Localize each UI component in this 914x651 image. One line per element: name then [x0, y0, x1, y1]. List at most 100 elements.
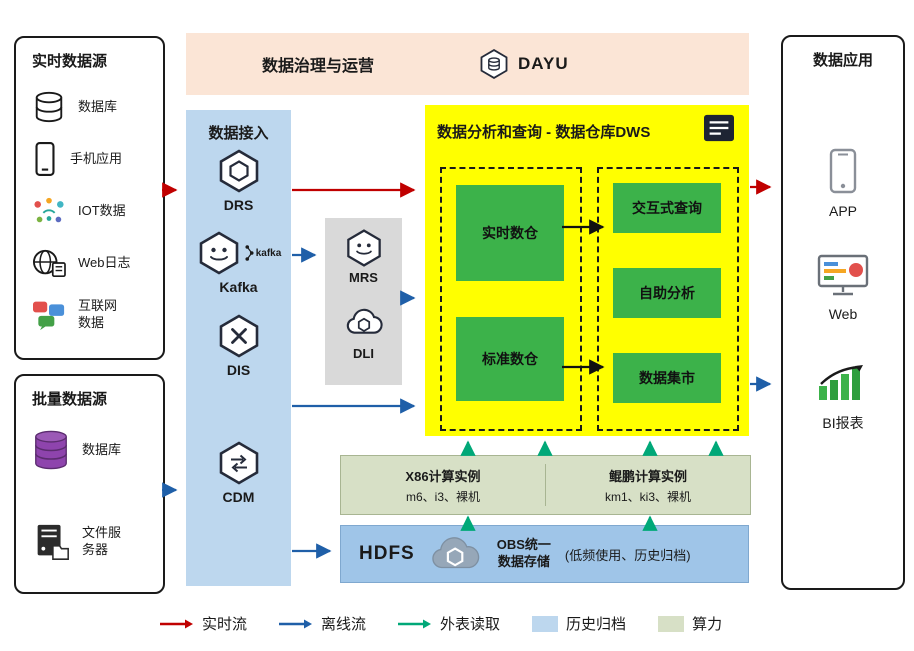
- dayu-icon: [480, 49, 508, 79]
- applications-title: 数据应用: [812, 52, 873, 69]
- legend-history-archive: 历史归档: [532, 613, 626, 634]
- compute-divider: [545, 464, 546, 506]
- dis-icon: [219, 314, 258, 358]
- kafka-logo: kafka: [245, 242, 282, 264]
- service-label: MRS: [349, 270, 378, 285]
- app-item-web: Web: [783, 252, 903, 322]
- hdfs-label: HDFS: [359, 543, 415, 564]
- bi-report-icon: [819, 365, 863, 400]
- mrs-icon: [346, 229, 381, 267]
- web-monitor-icon: [817, 254, 869, 296]
- legend-realtime-flow: 实时流: [160, 613, 247, 634]
- compute-instances-box: X86计算实例 m6、i3、裸机 鲲鹏计算实例 km1、ki3、裸机: [340, 455, 751, 515]
- iot-icon: [34, 197, 64, 223]
- dws-box: 数据分析和查询 - 数据仓库DWS 实时数仓 标准数仓 交互式查询 自助分析 数…: [425, 105, 749, 436]
- source-label: 文件服务器: [82, 525, 122, 557]
- source-label: IOT数据: [78, 202, 126, 218]
- compute-swatch: [658, 615, 685, 632]
- app-label: APP: [828, 203, 857, 219]
- source-item-database: 数据库: [30, 82, 140, 132]
- web-log-icon: [33, 249, 66, 278]
- data-access-title: 数据接入: [208, 125, 269, 142]
- service-cdm: CDM: [186, 440, 291, 505]
- app-item-bi-report: BI报表: [783, 359, 903, 433]
- service-label: DLI: [353, 346, 374, 361]
- kafka-icon: [199, 231, 239, 275]
- governance-title: 数据治理与运营: [262, 58, 375, 75]
- processing-box: MRS DLI: [325, 218, 402, 385]
- kafka-wordmark: kafka: [255, 247, 282, 259]
- source-item-file-server: 文件服务器: [30, 510, 130, 574]
- module-interactive-query: 交互式查询: [613, 183, 721, 233]
- source-item-mobile-app: 手机应用: [30, 134, 132, 184]
- app-label: Web: [828, 306, 858, 322]
- storage-usage-note: (低频使用、历史归档): [564, 547, 691, 563]
- kunpeng-title: 鲲鹏计算实例: [608, 468, 687, 484]
- module-realtime-warehouse: 实时数仓: [456, 185, 564, 281]
- realtime-sources-panel: 实时数据源 数据库 手机应用: [14, 36, 165, 360]
- legend-label: 算力: [692, 616, 723, 633]
- external-read-arrow-icon: [398, 619, 432, 628]
- module-data-mart: 数据集市: [613, 353, 721, 403]
- dayu-label: DAYU: [518, 54, 569, 73]
- analysis-group: 交互式查询 自助分析 数据集市: [597, 167, 739, 431]
- source-label: Web日志: [78, 254, 131, 270]
- kunpeng-instances: 鲲鹏计算实例 km1、ki3、裸机: [546, 456, 750, 514]
- kafka-symbol-icon: [245, 245, 254, 261]
- service-label: DRS: [223, 197, 254, 213]
- source-item-internet-data: 互联网数据: [30, 290, 126, 340]
- kafka-icon-group: kafka: [196, 230, 282, 276]
- drs-icon: [219, 149, 258, 193]
- app-phone-icon: [829, 148, 857, 194]
- cdm-icon: [219, 441, 258, 485]
- obs-cloud-icon: [432, 537, 479, 569]
- source-label: 数据库: [82, 441, 122, 457]
- legend-external-read: 外表读取: [398, 613, 500, 634]
- service-label: Kafka: [219, 279, 258, 295]
- storage-box: HDFS OBS统一 数据存储 (低频使用、历史归档): [340, 525, 749, 583]
- service-dis: DIS: [186, 313, 291, 378]
- database-purple-icon: [35, 430, 67, 470]
- app-label: BI报表: [822, 415, 864, 431]
- legend: 实时流 离线流 外表读取 历史归档 算力: [160, 613, 722, 634]
- batch-sources-title: 批量数据源: [32, 391, 108, 408]
- warehouse-group: 实时数仓 标准数仓: [440, 167, 582, 431]
- app-item-app: APP: [783, 147, 903, 219]
- legend-compute-power: 算力: [658, 613, 722, 634]
- source-label: 手机应用: [70, 150, 123, 166]
- realtime-sources-title: 实时数据源: [32, 53, 108, 70]
- source-item-iot: IOT数据: [30, 186, 140, 236]
- legend-offline-flow: 离线流: [279, 613, 366, 634]
- service-kafka: kafka Kafka: [186, 230, 291, 295]
- service-label: DIS: [226, 362, 251, 378]
- dayu-group: DAYU: [478, 48, 569, 80]
- legend-label: 外表读取: [440, 616, 501, 633]
- x86-models: m6、i3、裸机: [405, 489, 480, 504]
- source-item-web-log: Web日志: [30, 238, 140, 288]
- data-access-box: 数据接入 DRS: [186, 110, 291, 586]
- dli-icon: [346, 308, 383, 334]
- x86-instances: X86计算实例 m6、i3、裸机: [341, 456, 545, 514]
- service-mrs: MRS: [325, 228, 402, 285]
- legend-label: 实时流: [202, 616, 248, 633]
- offline-flow-arrow-icon: [279, 619, 313, 628]
- source-label: 数据库: [78, 98, 118, 114]
- report-doc-icon: [704, 114, 734, 142]
- dws-header: 数据分析和查询 - 数据仓库DWS: [425, 105, 749, 143]
- legend-label: 离线流: [321, 616, 367, 633]
- module-self-service-analysis: 自助分析: [613, 268, 721, 318]
- module-standard-warehouse: 标准数仓: [456, 317, 564, 401]
- obs-label: OBS统一 数据存储: [497, 537, 551, 571]
- internet-data-icon: [33, 301, 65, 331]
- dws-title: 数据分析和查询 - 数据仓库DWS: [437, 124, 651, 141]
- mobile-icon: [35, 142, 55, 176]
- service-dli: DLI: [325, 304, 402, 361]
- realtime-flow-arrow-icon: [160, 619, 193, 628]
- governance-banner: 数据治理与运营 DAYU: [186, 33, 749, 95]
- file-server-icon: [37, 524, 69, 560]
- obs-label-line1: OBS统一: [496, 537, 551, 553]
- kunpeng-models: km1、ki3、裸机: [604, 489, 691, 504]
- obs-label-line2: 数据存储: [497, 554, 550, 569]
- applications-panel: 数据应用 APP Web: [781, 35, 905, 590]
